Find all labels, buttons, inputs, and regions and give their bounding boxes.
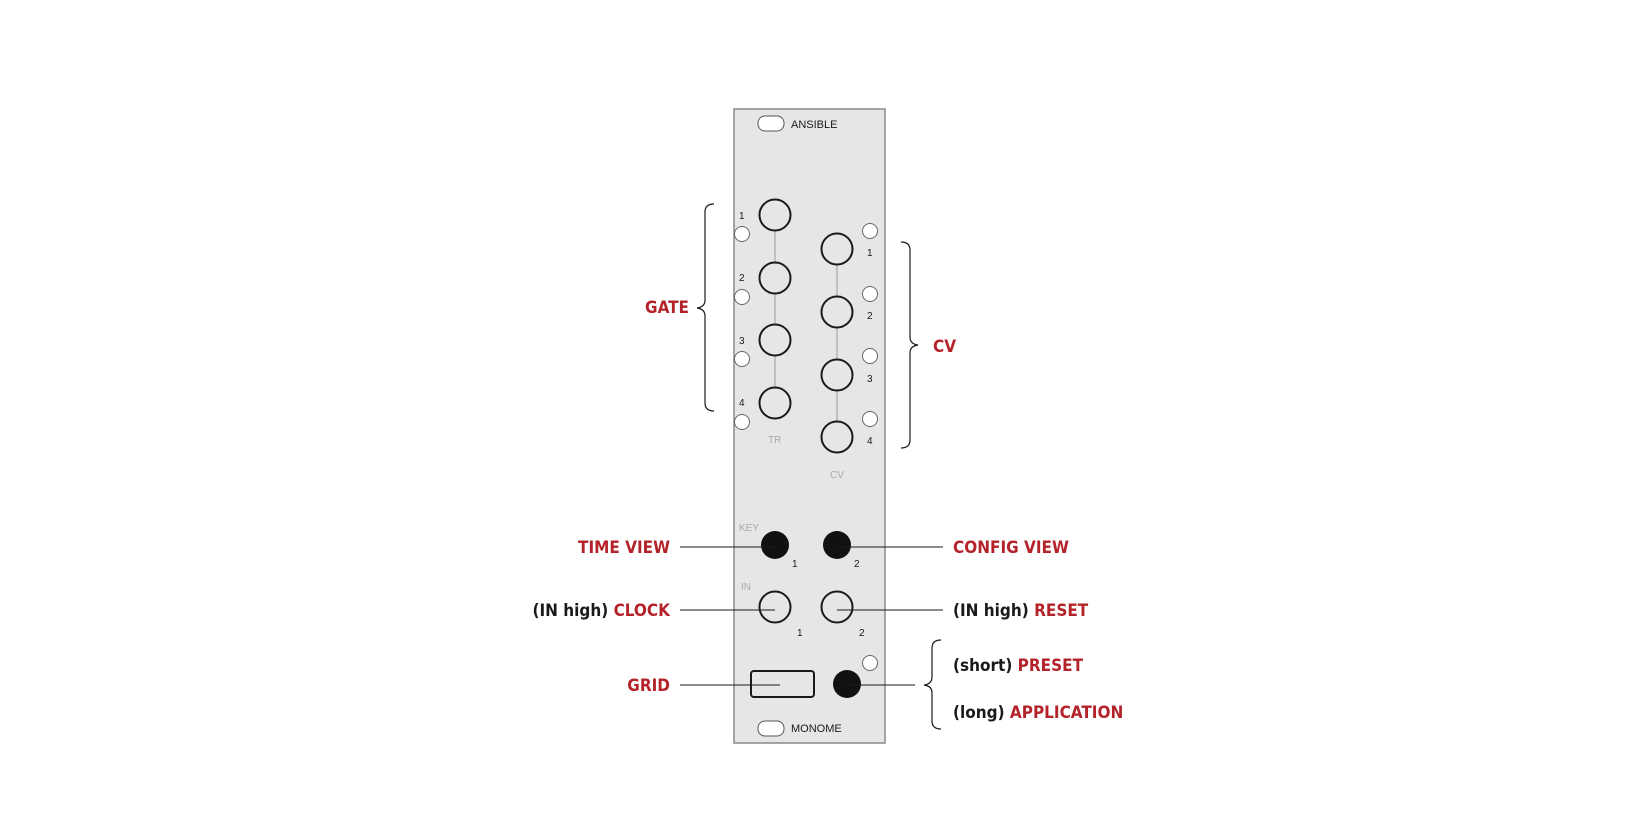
- cv-led-4: [862, 411, 878, 427]
- cv-number-3: 3: [867, 374, 873, 385]
- cv-jack-2[interactable]: [820, 295, 854, 329]
- cv-jack-1[interactable]: [820, 232, 854, 266]
- tr-number-2: 2: [739, 273, 745, 284]
- reset-prefix: (IN high): [953, 601, 1029, 621]
- key-number-1: 1: [792, 559, 798, 570]
- brand-top-label: ANSIBLE: [791, 119, 837, 131]
- brand-bottom-label: MONOME: [791, 723, 842, 735]
- clock-label: CLOCK: [614, 601, 672, 621]
- application-label: APPLICATION: [1010, 703, 1123, 723]
- tr-led-1: [734, 226, 750, 242]
- reset-callout: (IN high) RESET: [953, 601, 1089, 621]
- tr-number-4: 4: [739, 398, 745, 409]
- in-number-2: 2: [859, 628, 865, 639]
- bottom-mounting-slot: [757, 720, 785, 737]
- module-panel: [733, 108, 886, 744]
- gate-callout: GATE: [645, 298, 689, 318]
- clock-callout: (IN high) CLOCK: [532, 601, 671, 621]
- grid-callout: GRID: [627, 676, 670, 696]
- in-section-label: IN: [741, 582, 751, 593]
- reset-label: RESET: [1034, 601, 1089, 621]
- top-mounting-slot: [757, 115, 785, 132]
- key-number-2: 2: [854, 559, 860, 570]
- preset-prefix: (short): [953, 656, 1012, 676]
- cv-jack-4[interactable]: [820, 420, 854, 454]
- cv-section-label: CV: [830, 470, 844, 481]
- cv-number-1: 1: [867, 248, 873, 259]
- application-prefix: (long): [953, 703, 1005, 723]
- in-jack-2[interactable]: [820, 590, 854, 624]
- tr-led-3: [734, 351, 750, 367]
- cv-led-3: [862, 348, 878, 364]
- tr-jack-2[interactable]: [758, 261, 792, 295]
- preset-callout: (short) PRESET: [953, 656, 1084, 676]
- grid-usb-port[interactable]: [750, 670, 815, 698]
- tr-section-label: TR: [768, 435, 781, 446]
- key-button-2[interactable]: [823, 531, 851, 559]
- tr-jack-1[interactable]: [758, 198, 792, 232]
- tr-led-2: [734, 289, 750, 305]
- tr-jack-3[interactable]: [758, 323, 792, 357]
- preset-label: PRESET: [1018, 656, 1084, 676]
- gate-brace: [696, 203, 715, 412]
- key-section-label: KEY: [739, 523, 759, 534]
- cv-led-1: [862, 223, 878, 239]
- tr-led-4: [734, 414, 750, 430]
- cv-led-2: [862, 286, 878, 302]
- tr-number-3: 3: [739, 336, 745, 347]
- cv-number-4: 4: [867, 436, 873, 447]
- key-button-1[interactable]: [761, 531, 789, 559]
- tr-jack-4[interactable]: [758, 386, 792, 420]
- application-callout: (long) APPLICATION: [953, 703, 1123, 723]
- cv-number-2: 2: [867, 311, 873, 322]
- preset-led: [862, 655, 878, 671]
- cv-brace: [900, 241, 919, 449]
- in-jack-1[interactable]: [758, 590, 792, 624]
- cv-jack-3[interactable]: [820, 358, 854, 392]
- preset-button[interactable]: [833, 670, 861, 698]
- time-view-callout: TIME VIEW: [578, 538, 670, 558]
- cv-callout: CV: [933, 337, 956, 357]
- in-number-1: 1: [797, 628, 803, 639]
- config-view-callout: CONFIG VIEW: [953, 538, 1069, 558]
- preset-brace: [923, 639, 942, 730]
- tr-number-1: 1: [739, 211, 745, 222]
- clock-prefix: (IN high): [532, 601, 608, 621]
